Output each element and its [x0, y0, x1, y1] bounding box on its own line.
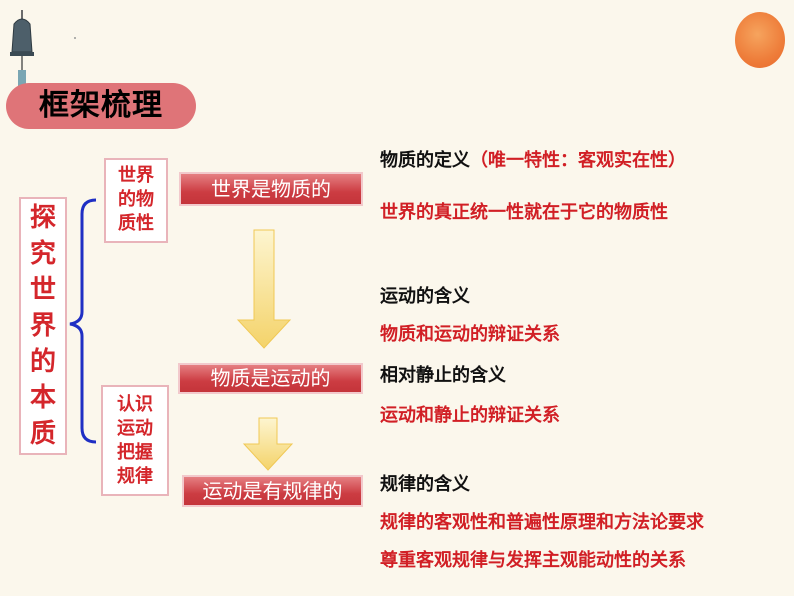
main-topic: 探 究 世 界 的 本 质	[19, 200, 67, 452]
point-unity: 世界的真正统一性就在于它的物质性	[380, 202, 668, 223]
page-title: 框架梳理	[39, 88, 163, 123]
point-motion-rest-relation: 运动和静止的辩证关系	[380, 405, 560, 426]
section2-label-line: 把握	[117, 442, 153, 463]
point-accent: （唯一特性：客观实在性）	[470, 150, 686, 171]
sun-decoration	[735, 12, 785, 68]
section2-label-line: 认识	[117, 394, 153, 415]
section2-label-box: 认识 运动 把握 规律	[101, 385, 169, 496]
bar-world-is-material: 世界是物质的	[179, 172, 363, 206]
main-topic-char: 究	[29, 239, 56, 269]
decor-dot	[74, 37, 76, 39]
section1-label-line: 质性	[118, 213, 154, 234]
point-law-objectivity: 规律的客观性和普遍性原理和方法论要求	[380, 512, 704, 533]
section1-label-line: 世界	[118, 165, 154, 186]
main-topic-char: 的	[29, 347, 56, 377]
red-bracket-section1	[372, 158, 377, 212]
main-topic-char: 质	[29, 419, 56, 449]
main-topic-char: 本	[29, 383, 56, 413]
main-topic-char: 界	[29, 311, 56, 341]
yellow-arrow-2	[242, 417, 294, 471]
point-matter-definition: 物质的定义（唯一特性：客观实在性）	[380, 149, 686, 173]
title-pill	[6, 83, 196, 129]
main-topic-char: 世	[29, 275, 56, 305]
main-topic-box	[19, 197, 67, 455]
bell-icon	[10, 10, 34, 86]
section2-label-line: 规律	[117, 466, 153, 487]
point-law-meaning: 规律的含义	[380, 474, 470, 495]
point-law-initiative: 尊重客观规律与发挥主观能动性的关系	[380, 550, 686, 571]
bar-motion-has-laws: 运动是有规律的	[182, 475, 363, 507]
bar-matter-in-motion: 物质是运动的	[178, 363, 363, 394]
blue-bracket	[69, 198, 97, 444]
point-rest-meaning: 相对静止的含义	[380, 365, 506, 386]
section1-label-box: 世界 的物 质性	[104, 158, 168, 243]
section2-label-line: 运动	[117, 418, 153, 439]
main-topic-char: 探	[29, 203, 56, 233]
section1-label-line: 的物	[118, 189, 154, 210]
point-motion-meaning: 运动的含义	[380, 286, 470, 307]
point-text: 物质的定义	[380, 150, 470, 171]
yellow-arrow-1	[236, 229, 292, 349]
point-matter-motion-relation: 物质和运动的辩证关系	[380, 324, 560, 345]
